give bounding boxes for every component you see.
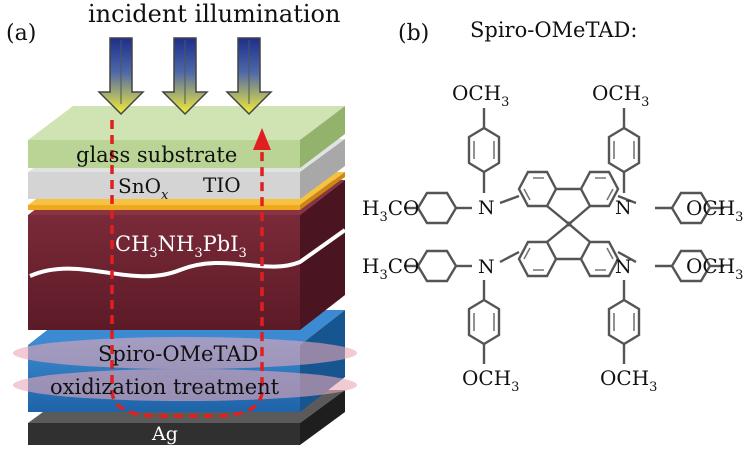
panel-b-tag: (b) [398, 21, 429, 46]
perovskite-label: CH3NH3PbI3 [115, 232, 247, 261]
fluorene-core-bottom [517, 222, 620, 278]
och3-bottom-left: OCH3 [462, 366, 519, 395]
illumination-arrows [97, 37, 273, 116]
spiro-carbon [566, 221, 572, 227]
nitrogen-bottom-left: N [478, 256, 495, 278]
arrow-down-icon [161, 37, 209, 116]
spiro-label-line2: oxidization treatment [50, 375, 280, 399]
perovskite-wave [29, 228, 347, 279]
och3-bottom-right: OCH3 [600, 366, 657, 395]
illumination-label: incident illumination [88, 0, 340, 28]
panel-a: (a) incident illumination [6, 0, 357, 445]
fluorene-core-top [517, 170, 620, 226]
glass-label: glass substrate [76, 143, 237, 167]
h3co-left-bottom: H3CO [362, 254, 419, 283]
arrow-down-icon [97, 37, 145, 116]
light-path [110, 120, 271, 418]
och3-right-bottom: OCH3 [686, 254, 743, 283]
arrow-up-icon [253, 128, 271, 150]
glass-layer [28, 106, 345, 168]
panel-a-tag: (a) [6, 21, 36, 46]
spiro-label-line1: Spiro-OMeTAD [98, 342, 258, 366]
och3-right-top: OCH3 [686, 196, 743, 225]
panel-b: (b) Spiro-OMeTAD: [362, 18, 743, 395]
snox-label: SnOx [118, 174, 169, 203]
arrow-down-icon [225, 37, 273, 116]
oxidization-ellipse-top [13, 337, 357, 369]
och3-top-left: OCH3 [452, 81, 509, 110]
och3-top-right: OCH3 [592, 81, 649, 110]
molecule-title: Spiro-OMeTAD: [470, 18, 637, 42]
h3co-left-top: H3CO [362, 196, 419, 225]
nitrogen-top-right: N [615, 197, 632, 219]
nitrogen-bottom-right: N [615, 256, 632, 278]
spiro-ometad-structure: N N N N OCH3 OCH3 OCH3 OCH3 OCH3 OCH3 H3… [362, 81, 743, 395]
nitrogen-top-left: N [478, 197, 495, 219]
ag-label: Ag [151, 423, 178, 445]
oxidization-ellipse-bottom [13, 369, 357, 401]
tio-label: TIO [203, 173, 241, 197]
